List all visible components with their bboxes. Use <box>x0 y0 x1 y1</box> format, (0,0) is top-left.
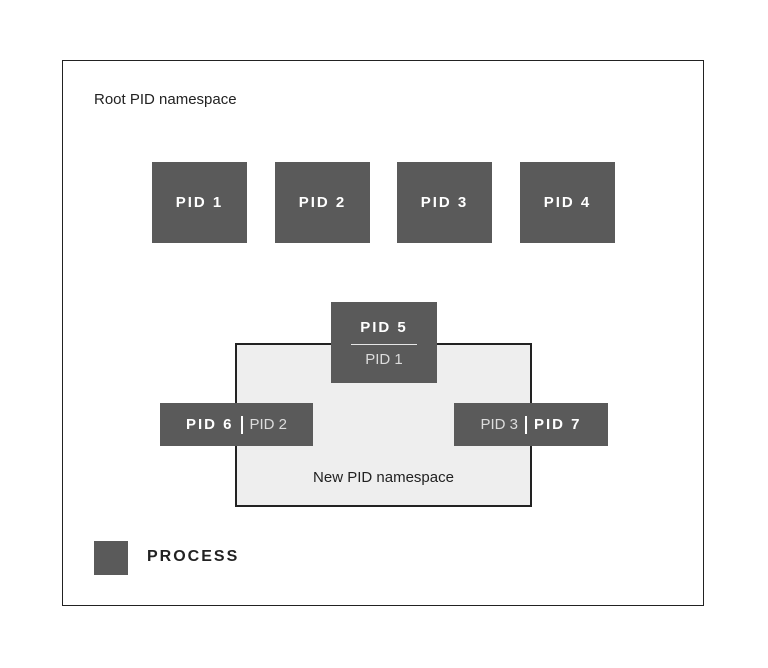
process-pid-7: PID 3 PID 7 <box>454 403 608 446</box>
pid-6-separator <box>240 415 243 434</box>
pid-5-divider <box>351 344 417 345</box>
legend-process-swatch <box>94 541 128 575</box>
process-pid-3: PID 3 <box>397 162 492 243</box>
process-pid-5: PID 5 PID 1 <box>331 302 437 383</box>
pid-7-inner-label: PID 3 <box>480 416 518 433</box>
pid-5-inner-label: PID 1 <box>365 351 403 368</box>
process-pid-4: PID 4 <box>520 162 615 243</box>
process-pid-6: PID 6 PID 2 <box>160 403 313 446</box>
process-pid-2: PID 2 <box>275 162 370 243</box>
root-namespace-label: Root PID namespace <box>94 91 237 108</box>
pid-6-inner-label: PID 2 <box>249 416 288 433</box>
pid-7-outer-label: PID 7 <box>534 416 582 433</box>
legend-process-label: PROCESS <box>147 548 240 565</box>
new-namespace-label: New PID namespace <box>313 469 454 486</box>
pid-6-outer-label: PID 6 <box>185 416 234 433</box>
process-pid-1: PID 1 <box>152 162 247 243</box>
pid-7-separator <box>525 415 527 434</box>
pid-5-outer-label: PID 5 <box>360 319 408 336</box>
